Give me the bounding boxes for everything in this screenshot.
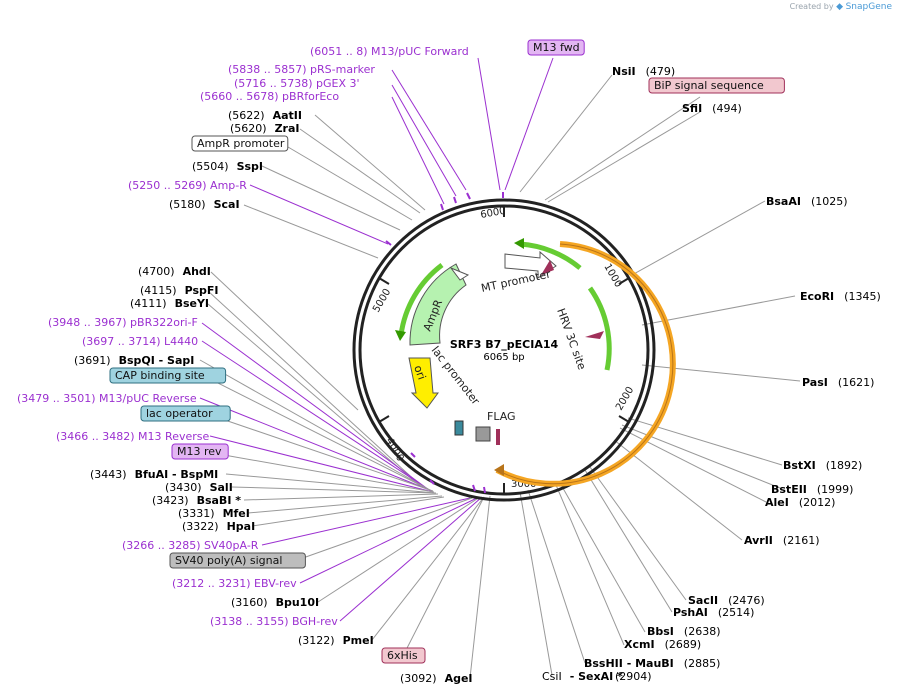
- outer-labels: (6051 .. 8) M13/pUC Forward M13 fwdNsiI(4…: [17, 39, 881, 685]
- enzyme-label-sali: (3430)SalI: [165, 481, 233, 494]
- enzyme-label-sfii: SfiI(494): [682, 102, 742, 115]
- enzyme-label-mfei: (3331)MfeI: [178, 507, 250, 520]
- tick-label-6000: 6000: [480, 206, 507, 221]
- feature-box-label-lac-operator: lac operator: [146, 407, 213, 420]
- feature-box-label-cap-binding-site: CAP binding site: [115, 369, 205, 382]
- enzyme-label-bfuai-bspmi: (3443)BfuAI - BspMI: [90, 468, 218, 481]
- feature-box-m13-rev: [171, 443, 229, 460]
- tick-marks: [378, 205, 630, 495]
- primer-label-5250-5269-amp-r: (5250 .. 5269) Amp-R: [128, 179, 247, 192]
- snapgene-logo: ◆: [836, 2, 844, 12]
- feature-box-label-ampr-promoter: AmpR promoter: [197, 137, 285, 150]
- feature-box-ampr-promoter: [191, 135, 289, 152]
- primer-label-5716-5738-pgex-3: (5716 .. 5738) pGEX 3': [234, 77, 360, 90]
- enzyme-label-ecori: EcoRI(1345): [800, 290, 881, 303]
- feature-box-sv40-poly-a-signal: [169, 552, 306, 569]
- credit-brand: SnapGene: [845, 2, 892, 12]
- enzyme-label-avrii: AvrII(2161): [744, 534, 819, 547]
- enzyme-label-sexai: CsiI- SexAI *: [542, 670, 623, 683]
- feature-box-label-sv40-poly-a-signal: SV40 poly(A) signal: [175, 554, 282, 567]
- enzyme-label-alei: AleI(2012): [765, 496, 835, 509]
- flag-mark: [496, 429, 500, 445]
- orange-arc-arrowhead: [494, 464, 504, 476]
- plasmid-name: SRF3 B7_pECIA14: [450, 338, 559, 351]
- primer-label-5838-5857-prs-marker: (5838 .. 5857) pRS-marker: [228, 63, 375, 76]
- ori-arrow: [408, 357, 439, 409]
- enzyme-label-bstxi: BstXI(1892): [783, 459, 862, 472]
- feature-box-label-m13-rev: M13 rev: [177, 445, 222, 458]
- feature-box-m13-fwd: [527, 39, 585, 56]
- green-arc-top: [519, 241, 582, 270]
- primer-label-3212-3231-ebv-rev: (3212 .. 3231) EBV-rev: [172, 577, 297, 590]
- enzyme-label-scai: (5180)ScaI: [169, 198, 240, 211]
- enzyme-label-pmei: (3122)PmeI: [298, 634, 374, 647]
- primer-label-3138-3155-bgh-rev: (3138 .. 3155) BGH-rev: [210, 615, 338, 628]
- feature-box-label-6xhis: 6xHis: [387, 649, 418, 662]
- feature-box-label-m13-fwd: M13 fwd: [533, 41, 580, 54]
- enzyme-label-bsaai: BsaAI(1025): [766, 195, 848, 208]
- enzyme-label-bseyi: (4111)BseYI: [130, 297, 209, 310]
- lac-promoter-label: lac promoter: [429, 344, 483, 408]
- enzyme-label-aatii: (5622)AatII: [228, 109, 302, 122]
- sv40-polya-mark: [475, 426, 491, 442]
- green-arc-right: [587, 286, 612, 371]
- primer-label-3697-3714-l4440: (3697 .. 3714) L4440: [82, 335, 198, 348]
- lac-operator-mark: [454, 420, 464, 436]
- primer-label-3466-3482-m13-reverse: (3466 .. 3482) M13 Reverse: [56, 430, 209, 443]
- enzyme-label-bbsi: BbsI(2638): [647, 625, 720, 638]
- green-arc-left: [398, 263, 444, 336]
- primer-label-3479-3501-m13-puc-reverse: (3479 .. 3501) M13/pUC Reverse: [17, 392, 197, 405]
- enzyme-label-sacii: SacII(2476): [688, 594, 765, 607]
- feature-box-lac-operator: [140, 405, 231, 422]
- enzyme-label-sspi: (5504)SspI: [192, 160, 263, 173]
- tick-label-5000: 5000: [371, 287, 393, 315]
- enzyme-label-nsii: NsiI(479): [612, 65, 675, 78]
- enzyme-label-bspqi-sapi: (3691)BspQI - SapI: [74, 354, 194, 367]
- enzyme-label-bsteii: BstEII(1999): [771, 483, 853, 496]
- credit-prefix: Created by: [789, 2, 834, 11]
- enzyme-label-xcmi: XcmI(2689): [624, 638, 701, 651]
- enzyme-label-pspfi: (4115)PspFI: [140, 284, 218, 297]
- enzyme-label-hpai: (3322)HpaI: [182, 520, 255, 533]
- feature-box-cap-binding-site: [109, 367, 227, 384]
- enzyme-label-bpu10i: (3160)Bpu10I: [231, 596, 319, 609]
- enzyme-label-zrai: (5620)ZraI: [230, 122, 300, 135]
- enzyme-label-bsabi: (3423)BsaBI *: [152, 494, 241, 507]
- tick-label-2000: 2000: [614, 385, 636, 413]
- ampr-arrow: [409, 263, 467, 346]
- hrv-site-mark: [585, 331, 604, 339]
- enzyme-label-ahdi: (4700)AhdI: [138, 265, 211, 278]
- site-marks: [385, 192, 504, 494]
- bip-signal-mark: [541, 260, 554, 275]
- leader-lines: [199, 57, 801, 679]
- flag-label: FLAG: [487, 410, 516, 423]
- feature-box-label-bip-signal-sequence: BiP signal sequence: [654, 79, 764, 92]
- enzyme-label-pshai: PshAI(2514): [673, 606, 754, 619]
- primer-label-3948-3967-pbr322ori-f: (3948 .. 3967) pBR322ori-F: [48, 316, 198, 329]
- primer-label-6051-8-m13-puc-forward: (6051 .. 8) M13/pUC Forward: [310, 45, 469, 58]
- feature-box-bip-signal-sequence: [648, 77, 785, 94]
- feature-box-6xhis: [381, 647, 426, 664]
- tick-label-3000: 3000: [511, 479, 536, 490]
- enzyme-label-agei: (3092)AgeI: [400, 672, 473, 685]
- mt-promoter-label: MT promoter: [480, 267, 552, 295]
- ori-label: ori: [411, 364, 428, 382]
- primer-label-5660-5678-pbrforeco: (5660 .. 5678) pBRforEco: [200, 90, 339, 103]
- snapgene-credit: Created by ◆ SnapGene: [790, 2, 892, 12]
- hrv-site-label: HRV 3C site: [554, 307, 588, 372]
- backbone-outer: [352, 198, 656, 502]
- enzyme-label-bsshii-maubi: BssHII - MauBI(2885): [584, 657, 720, 670]
- ampr-promoter-mark: [449, 266, 470, 281]
- plasmid-length: 6065 bp: [483, 352, 524, 363]
- enzyme-label-pasi: PasI(1621): [802, 376, 874, 389]
- enzyme-position-label: (2904): [615, 670, 652, 683]
- primer-label-3266-3285-sv40pa-r: (3266 .. 3285) SV40pA-R: [122, 539, 259, 552]
